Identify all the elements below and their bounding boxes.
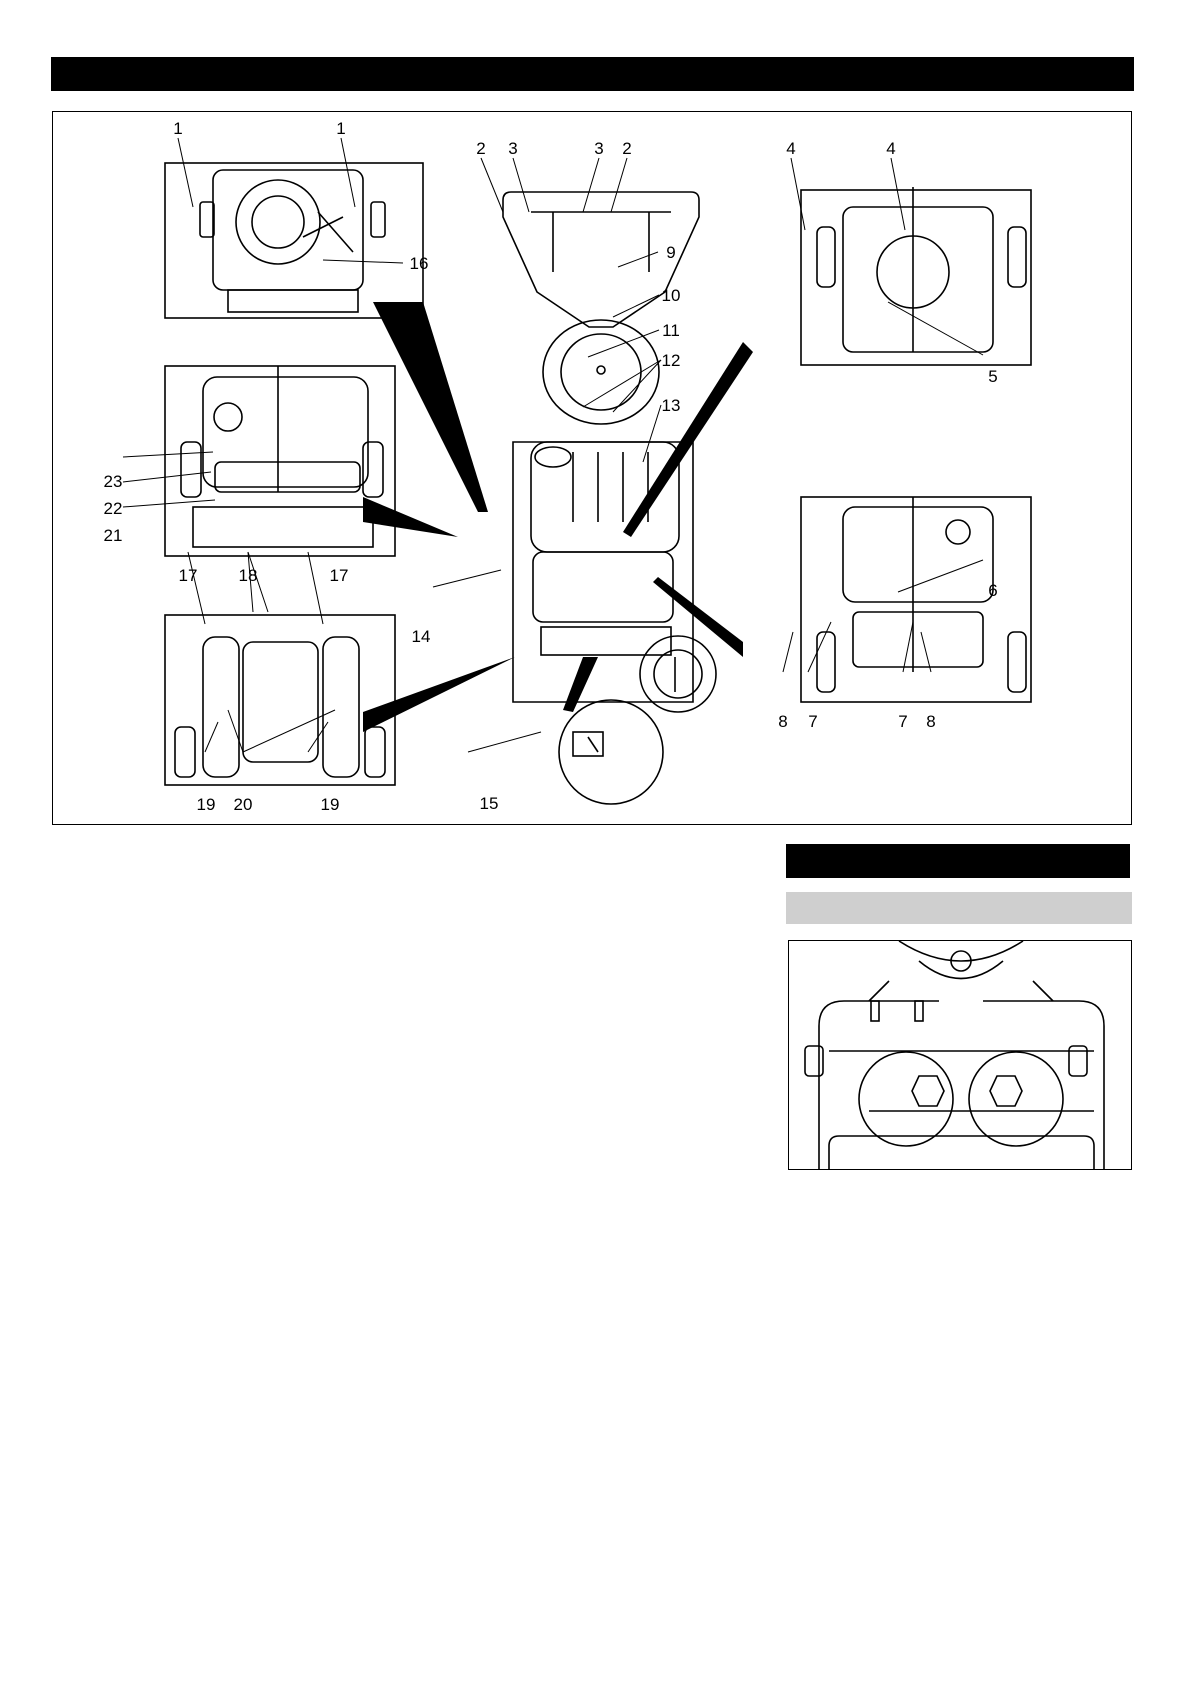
callout-label: 5 xyxy=(988,367,997,386)
inset-brush-view xyxy=(165,615,395,785)
callout-label: 22 xyxy=(104,499,123,518)
callout-label: 10 xyxy=(662,286,681,305)
device-overview-figure: 1 1 2 3 3 2 4 4 9 10 11 12 13 16 5 23 22… xyxy=(52,111,1132,825)
inset-rear-view xyxy=(165,366,395,556)
adjustment-detail-drawing xyxy=(789,941,1132,1170)
wheel xyxy=(640,636,716,712)
callout-label: 19 xyxy=(321,795,340,814)
device-overview-drawing: 1 1 2 3 3 2 4 4 9 10 11 12 13 16 5 23 22… xyxy=(53,112,1133,826)
callout-label: 7 xyxy=(898,712,907,731)
callout-label: 17 xyxy=(179,566,198,585)
callout-label: 16 xyxy=(410,254,429,273)
side-section-subheader-bar xyxy=(786,892,1132,924)
callout-label: 3 xyxy=(594,139,603,158)
callout-label: 14 xyxy=(412,627,431,646)
callout-label: 21 xyxy=(104,526,123,545)
callout-label: 1 xyxy=(336,119,345,138)
callout-label: 4 xyxy=(786,139,795,158)
callout-label: 15 xyxy=(480,794,499,813)
callout-label: 17 xyxy=(330,566,349,585)
section-header-bar xyxy=(51,57,1134,91)
callout-label: 12 xyxy=(662,351,681,370)
inset-bottom-view xyxy=(165,163,423,318)
waste-water-tank xyxy=(533,552,673,622)
callout-label: 8 xyxy=(778,712,787,731)
side-section-header-bar xyxy=(786,844,1130,878)
callout-label: 20 xyxy=(234,795,253,814)
callout-label: 19 xyxy=(197,795,216,814)
callout-label: 9 xyxy=(666,243,675,262)
callout-label: 6 xyxy=(988,581,997,600)
callout-label: 18 xyxy=(239,566,258,585)
adjustment-detail-figure xyxy=(788,940,1132,1170)
callout-label: 1 xyxy=(173,119,182,138)
callout-label: 3 xyxy=(508,139,517,158)
callout-label: 7 xyxy=(808,712,817,731)
callout-label: 2 xyxy=(622,139,631,158)
callout-label: 8 xyxy=(926,712,935,731)
callout-label: 13 xyxy=(662,396,681,415)
callout-label: 4 xyxy=(886,139,895,158)
callout-label: 2 xyxy=(476,139,485,158)
callout-label: 23 xyxy=(104,472,123,491)
detail-magnifier xyxy=(559,700,663,804)
callout-label: 11 xyxy=(662,321,680,340)
